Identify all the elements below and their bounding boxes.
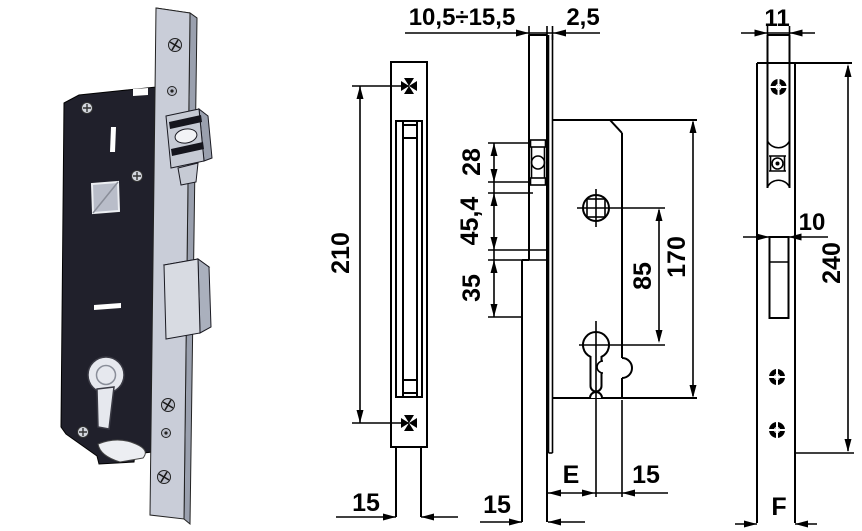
dim-case-height-label: 170 bbox=[663, 236, 691, 278]
dim-backplate-height-label: 240 bbox=[818, 242, 846, 284]
dim-screw-spacing-label: 210 bbox=[327, 232, 355, 274]
dim-backset: E 15 bbox=[548, 400, 668, 497]
dim-strip-width-section: 15 bbox=[480, 491, 585, 526]
dim-backplate-width-label: F bbox=[771, 493, 786, 521]
dim-case-height: 170 bbox=[663, 120, 697, 398]
dim-strip-width-front: 15 bbox=[336, 489, 458, 521]
dim-bolt-width-label: 10 bbox=[799, 209, 826, 236]
deadbolt-slot bbox=[768, 236, 790, 319]
faceplate-screw-icon bbox=[167, 86, 177, 96]
spindle-hole-3d bbox=[90, 180, 121, 215]
lock-case-outline bbox=[553, 119, 697, 399]
roller-latch-section bbox=[529, 139, 547, 186]
faceplate-screw-icon bbox=[161, 428, 171, 438]
body-slot-horizontal bbox=[94, 303, 121, 310]
dim-spindle-offset-label: 35 bbox=[458, 274, 486, 302]
dim-latch-height: 28 45,4 35 bbox=[456, 142, 548, 318]
dim-strip-width-section-label: 15 bbox=[483, 491, 511, 519]
roller-latch-3d bbox=[165, 107, 213, 186]
dim-latch-to-spindle-label: 45,4 bbox=[456, 197, 484, 246]
spindle-hole-section bbox=[577, 189, 665, 227]
faceplate-screw-icon bbox=[157, 470, 171, 484]
cross-section-view: 10,5÷15,5 2,5 28 45,4 35 85 bbox=[405, 4, 697, 526]
deadbolt-3d bbox=[162, 257, 212, 340]
dim-strip-width-front-label: 15 bbox=[352, 489, 380, 517]
cylinder-hole-section bbox=[579, 321, 665, 497]
backplate-view: 11 10 240 F bbox=[735, 5, 854, 528]
faceplate-front-view: 210 15 bbox=[327, 61, 458, 521]
dim-spindle-to-cylinder: 85 bbox=[629, 208, 663, 343]
isometric-view bbox=[60, 7, 213, 526]
dim-plate-thickness-label: 2,5 bbox=[566, 4, 599, 31]
dim-adjust-range: 10,5÷15,5 2,5 bbox=[405, 4, 600, 40]
backplate-screw-icon bbox=[769, 422, 785, 438]
dim-latch-height-label: 28 bbox=[458, 148, 486, 176]
faceplate-outline bbox=[390, 61, 428, 448]
backplate-screw-icon bbox=[770, 79, 787, 95]
cylinder-hole-3d bbox=[87, 356, 125, 430]
dim-adjust-range-label: 10,5÷15,5 bbox=[409, 4, 516, 31]
faceplate-slot bbox=[395, 120, 423, 398]
body-slot-vertical bbox=[110, 127, 116, 152]
faceplate-edge-strip bbox=[547, 35, 554, 454]
backplate-screw-icon bbox=[769, 369, 785, 385]
dim-top-width-label: 11 bbox=[764, 5, 789, 32]
dim-cylinder-to-edge-label: 15 bbox=[632, 461, 660, 489]
body-notch bbox=[133, 88, 148, 96]
screw-phillips-icon bbox=[401, 415, 417, 431]
channel-strip bbox=[766, 34, 791, 140]
dim-bolt-width: 10 bbox=[743, 209, 828, 241]
dim-backset-label: E bbox=[563, 461, 580, 489]
body-screw-icon bbox=[77, 426, 89, 438]
dim-screw-spacing: 210 bbox=[327, 85, 409, 424]
case-front-strip bbox=[521, 34, 548, 522]
dim-backplate-width: F bbox=[735, 493, 817, 528]
dim-top-width: 11 bbox=[741, 5, 815, 40]
dim-spindle-to-cylinder-label: 85 bbox=[629, 262, 657, 290]
faceplate-screw-icon bbox=[161, 398, 175, 412]
body-screw-icon bbox=[131, 170, 143, 182]
faceplate-screw-icon bbox=[168, 38, 182, 52]
body-screw-icon bbox=[81, 102, 93, 114]
lock-body-3d bbox=[60, 86, 157, 465]
backplate-outline bbox=[756, 62, 852, 523]
roller-latch-front bbox=[766, 140, 791, 188]
dim-backplate-height: 240 bbox=[796, 64, 854, 454]
mechanism-part bbox=[97, 439, 146, 463]
